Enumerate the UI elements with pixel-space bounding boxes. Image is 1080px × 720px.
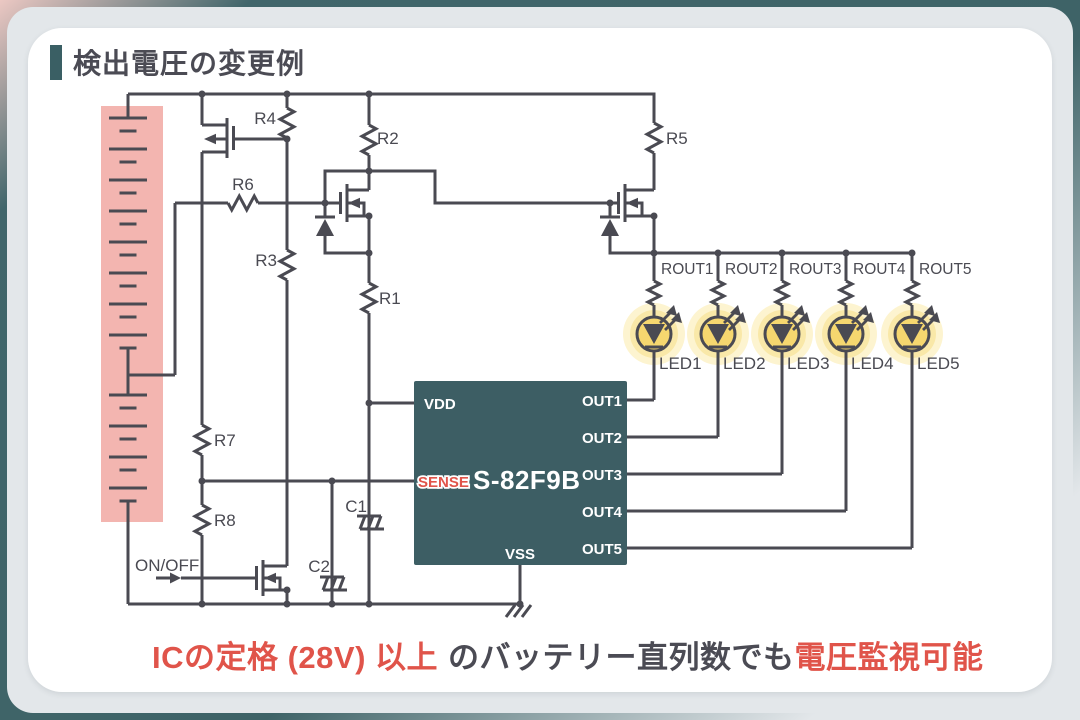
caption-highlight: ICの定格 (28V) 以上 — [146, 632, 465, 688]
ic-pin-vss: VSS — [505, 546, 535, 563]
label-led5: LED5 — [917, 354, 960, 373]
resistor-r3 — [276, 248, 298, 282]
diode-left-triangle — [316, 219, 334, 236]
resistor-r5 — [643, 121, 665, 155]
resistor-r7 — [191, 423, 213, 457]
ic-pin-out4: OUT4 — [582, 504, 623, 521]
label-onoff: ON/OFF — [135, 556, 199, 575]
pmos-arrow — [204, 133, 216, 145]
led-column-5 — [902, 253, 922, 548]
label-r1: R1 — [379, 289, 401, 308]
ic-pin-sense: SENSE — [418, 474, 469, 491]
nmos-onoff-arrow — [264, 572, 276, 584]
component-labels: R4 R2 R5 R6 R3 R1 R7 R8 C1 C2 ON/OFF ROU… — [135, 109, 972, 576]
caption-highlight-text: ICの定格 (28V) 以上 — [152, 640, 439, 675]
label-led4: LED4 — [851, 354, 894, 373]
nmos-clamp-right — [610, 184, 654, 222]
nmos-left-arrow — [348, 197, 360, 209]
label-c2: C2 — [308, 557, 330, 576]
label-rout3: ROUT3 — [789, 261, 842, 278]
caption-middle: のバッテリー直列数でも — [448, 640, 795, 675]
ic-pin-out5: OUT5 — [582, 541, 622, 558]
label-r3: R3 — [255, 251, 277, 270]
battery-tap-wire — [128, 203, 177, 377]
ic-pin-vdd: VDD — [424, 396, 456, 413]
led-column-2 — [708, 253, 728, 437]
led-column-3 — [772, 253, 792, 474]
bottom-caption: ICの定格 (28V) 以上 のバッテリー直列数でも電圧監視可能 — [146, 632, 984, 688]
led-symbol-2 — [699, 305, 746, 353]
ic-pin-out3: OUT3 — [582, 467, 622, 484]
leds — [635, 305, 940, 353]
label-c1: C1 — [345, 497, 367, 516]
caption-tail: 電圧監視可能 — [794, 640, 984, 675]
led-symbol-5 — [893, 305, 940, 353]
resistor-r2 — [358, 123, 380, 157]
label-r6: R6 — [232, 175, 254, 194]
out-wires — [627, 398, 912, 550]
led-column-1 — [644, 253, 664, 400]
label-led1: LED1 — [659, 354, 702, 373]
label-r8: R8 — [214, 511, 236, 530]
label-r5: R5 — [666, 129, 688, 148]
label-r7: R7 — [214, 431, 236, 450]
title-accent-bar — [50, 44, 62, 80]
ic-pin-out2: OUT2 — [582, 430, 622, 447]
gate-link-wire — [323, 169, 610, 205]
label-led2: LED2 — [723, 354, 766, 373]
top-rail — [128, 92, 656, 123]
led-column-4 — [836, 253, 856, 511]
resistor-r6 — [226, 192, 260, 214]
diode-right-triangle — [601, 219, 619, 236]
resistor-r4 — [276, 106, 298, 140]
onoff-input-arrowhead — [170, 572, 181, 584]
capacitor-c2 — [320, 575, 347, 592]
junction-dots — [198, 90, 916, 608]
nmos-right-arrow — [626, 197, 638, 209]
led-symbol-1 — [635, 305, 682, 353]
ic-pin-out1: OUT1 — [582, 393, 622, 410]
capacitor-c1 — [357, 514, 384, 531]
label-led3: LED3 — [787, 354, 830, 373]
led-symbol-4 — [827, 305, 874, 353]
battery-highlight — [101, 106, 163, 522]
led-symbol-3 — [763, 305, 810, 353]
label-rout2: ROUT2 — [725, 261, 778, 278]
ic-part-number: S-82F9B — [473, 465, 581, 495]
label-r2: R2 — [377, 129, 399, 148]
resistor-r1 — [358, 281, 380, 315]
nmos-clamp-left — [339, 184, 369, 222]
pmos-highside — [200, 94, 287, 425]
label-rout4: ROUT4 — [853, 261, 906, 278]
label-rout5: ROUT5 — [919, 261, 972, 278]
ic-block: VDD SENSE S-82F9B OUT1 OUT2 OUT3 OUT4 OU… — [414, 381, 627, 565]
content-card — [28, 28, 1052, 692]
battery-stack — [109, 94, 147, 604]
title-text: 検出電圧の変更例 — [73, 48, 306, 79]
label-r4: R4 — [254, 109, 276, 128]
label-rout1: ROUT1 — [661, 261, 714, 278]
page-title: 検出電圧の変更例 — [50, 42, 305, 82]
resistor-r8 — [191, 503, 213, 537]
